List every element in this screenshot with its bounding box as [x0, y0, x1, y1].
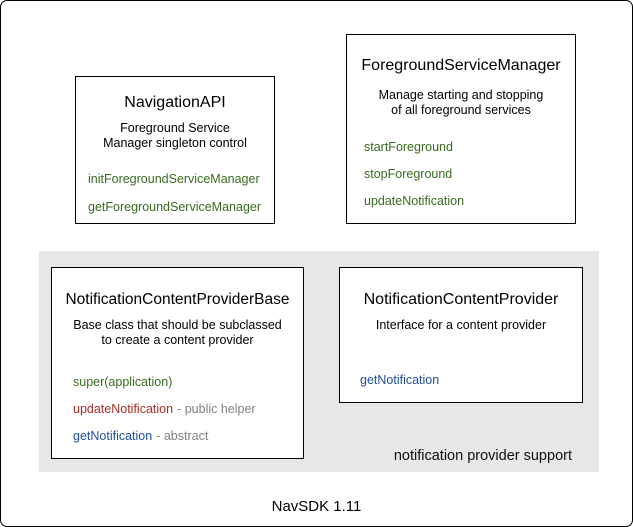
class-box-foreground-service-manager: ForegroundServiceManager Manage starting… — [346, 34, 576, 224]
description-line: Base class that should be subclassed — [73, 318, 282, 332]
diagram-caption: NavSDK 1.11 — [271, 498, 362, 515]
method-update-notification: updateNotification — [73, 402, 174, 416]
method-stop-foreground: stopForeground — [364, 167, 453, 181]
method-list: startForeground stopForeground updateNot… — [347, 139, 575, 209]
class-description: Foreground Service Manager singleton con… — [76, 121, 274, 151]
method-get-notification: getNotification — [360, 373, 440, 387]
method-annotation-abstract: - abstract — [156, 429, 209, 443]
method-list: initForegroundServiceManager getForegrou… — [76, 171, 274, 215]
method-annotation-public-helper: - public helper — [177, 402, 256, 416]
method-row: initForegroundServiceManager — [88, 171, 274, 187]
method-row: startForeground — [364, 139, 575, 155]
method-row: getNotification — [360, 372, 582, 388]
method-super-application: super(application) — [73, 375, 173, 389]
method-list: getNotification — [340, 372, 582, 388]
description-line: of all foreground services — [391, 103, 531, 117]
method-start-foreground: startForeground — [364, 140, 453, 154]
description-line: Manage starting and stopping — [378, 88, 544, 102]
class-title-notification-content-provider-base: NotificationContentProviderBase — [65, 291, 290, 308]
class-title-navigation-api: NavigationAPI — [124, 94, 226, 111]
method-row: getNotification- abstract — [73, 428, 303, 444]
description-line: Interface for a content provider — [375, 318, 547, 332]
class-box-navigation-api: NavigationAPI Foreground Service Manager… — [75, 76, 275, 224]
method-row: super(application) — [73, 374, 303, 390]
class-box-notification-content-provider: NotificationContentProvider Interface fo… — [339, 267, 583, 403]
group-label-notification-provider-support: notification provider support — [393, 448, 572, 464]
class-description: Manage starting and stopping of all fore… — [347, 88, 575, 118]
method-init-foreground-service-manager: initForegroundServiceManager — [88, 172, 260, 186]
description-line: to create a content provider — [101, 333, 254, 347]
class-description: Interface for a content provider — [340, 318, 582, 333]
method-get-notification: getNotification — [73, 429, 153, 443]
method-row: getForegroundServiceManager — [88, 199, 274, 215]
description-line: Foreground Service — [120, 121, 230, 135]
method-row: updateNotification — [364, 193, 575, 209]
class-title-foreground-service-manager: ForegroundServiceManager — [361, 57, 561, 74]
class-title-notification-content-provider: NotificationContentProvider — [363, 291, 559, 308]
class-box-notification-content-provider-base: NotificationContentProviderBase Base cla… — [51, 267, 304, 459]
method-row: updateNotification- public helper — [73, 401, 303, 417]
description-line: Manager singleton control — [103, 136, 247, 150]
class-description: Base class that should be subclassed to … — [52, 318, 303, 348]
method-list: super(application) updateNotification- p… — [52, 374, 303, 444]
method-update-notification: updateNotification — [364, 194, 465, 208]
method-get-foreground-service-manager: getForegroundServiceManager — [88, 200, 262, 214]
method-row: stopForeground — [364, 166, 575, 182]
